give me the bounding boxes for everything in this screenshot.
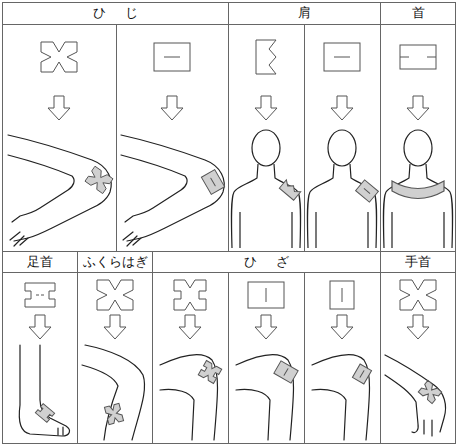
shoulder-figure: [307, 130, 378, 248]
patch-shape: [256, 40, 276, 74]
patch-shapes: [25, 40, 436, 310]
shoulder-figure: [231, 130, 300, 248]
down-arrows: [29, 96, 429, 339]
down-arrow: [331, 96, 353, 120]
down-arrow: [104, 315, 126, 339]
neck-figure: [383, 130, 452, 248]
header-label: ふくらはぎ: [83, 254, 148, 270]
down-arrow: [407, 96, 429, 120]
down-arrow: [331, 315, 353, 339]
knee-figure: [312, 355, 372, 440]
patch-shape: [324, 43, 360, 71]
ankle-figure: [19, 345, 69, 436]
header-label: 首: [412, 5, 425, 21]
knee-figure: [236, 355, 298, 440]
down-arrow: [255, 96, 277, 120]
patch-shape: [400, 280, 436, 310]
patch-shape: [248, 282, 284, 308]
patch-shape: [41, 42, 77, 72]
header-label: 手首: [405, 254, 431, 270]
patch-shape: [400, 45, 436, 69]
patch-shape: [330, 281, 354, 309]
patch-shape: [97, 280, 133, 310]
header-label: 足首: [27, 254, 53, 270]
down-arrow: [407, 315, 429, 339]
header-label: ひじ: [73, 5, 158, 21]
calf-figure: [82, 345, 145, 440]
header-label: 肩: [298, 5, 311, 21]
header-label: ひざ: [224, 254, 309, 270]
down-arrow: [255, 315, 277, 339]
down-arrow: [161, 96, 183, 120]
patch-shape: [174, 280, 206, 310]
patch-shape: [25, 283, 55, 307]
elbow-figure: [8, 135, 113, 246]
down-arrow: [179, 315, 201, 339]
elbow-figure: [121, 135, 225, 246]
patch-shape: [154, 43, 190, 71]
wrist-figure: [385, 355, 446, 436]
down-arrow: [48, 96, 70, 120]
knee-figure: [160, 355, 222, 440]
down-arrow: [29, 315, 51, 339]
